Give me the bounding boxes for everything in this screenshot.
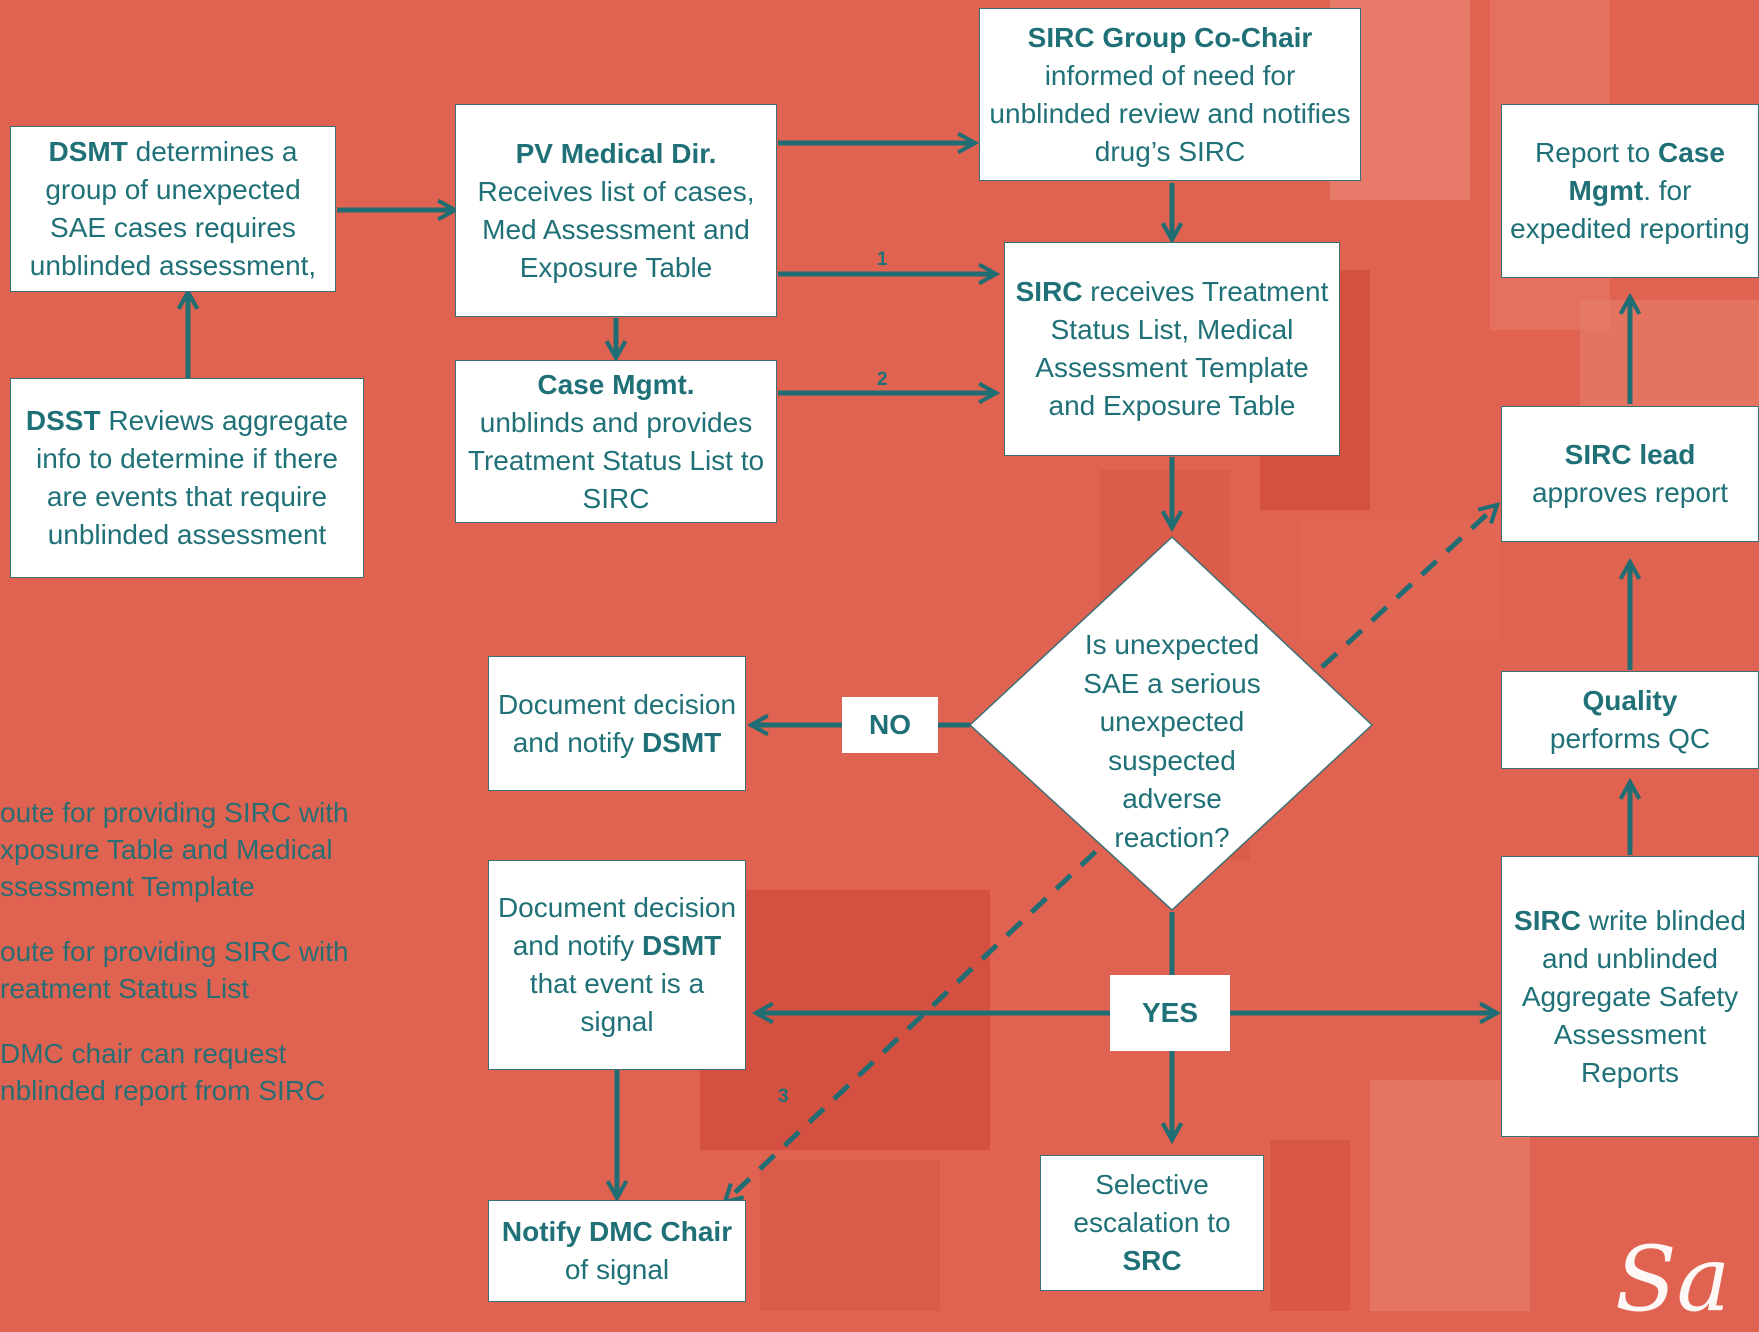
dsst-box: DSST Reviews aggregate info to determine… bbox=[10, 378, 364, 578]
decision-line-1: Is unexpected bbox=[1084, 629, 1260, 660]
quality-text: performs QC bbox=[1549, 723, 1711, 754]
sirc-receives-box: SIRC receives Treatment Status List, Med… bbox=[1004, 242, 1340, 456]
dmc-label: Notify DMC Chair bbox=[501, 1216, 733, 1247]
sirc-recv-label: SIRC bbox=[1015, 276, 1083, 307]
dsst-text: Reviews aggregate info to determine if t… bbox=[36, 405, 349, 550]
lead-text: approves report bbox=[1531, 477, 1729, 508]
route-number-3: 3 bbox=[778, 1086, 789, 1107]
pv-text: Receives list of cases, Med Assessment a… bbox=[477, 175, 755, 283]
dashed-diamond-to-lead bbox=[1320, 505, 1497, 669]
pv-medical-dir-box: PV Medical Dir. Receives list of cases, … bbox=[455, 104, 777, 317]
cochair-text: informed of need for unblinded review an… bbox=[989, 59, 1351, 167]
quality-box: Quality performs QC bbox=[1501, 671, 1759, 769]
legend-1-line-1: oute for providing SIRC with bbox=[0, 797, 349, 828]
doc-yes-text-1: Document decision and notify bbox=[497, 892, 737, 961]
legend-2-line-1: oute for providing SIRC with bbox=[0, 936, 349, 967]
escal-text: Selective escalation to bbox=[1073, 1169, 1231, 1238]
doc-no-label: DSMT bbox=[641, 726, 722, 758]
route-number-1: 1 bbox=[877, 249, 888, 270]
sirc-lead-box: SIRC lead approves report bbox=[1501, 406, 1759, 542]
yes-label: YES bbox=[1110, 975, 1230, 1051]
dsmt-box: DSMT determines a group of unexpected SA… bbox=[10, 126, 336, 292]
quality-label: Quality bbox=[1582, 685, 1678, 716]
legend-item-2: oute for providing SIRC with reatment St… bbox=[0, 933, 349, 1007]
decision-line-2: SAE a serious bbox=[1083, 667, 1261, 699]
escal-label: SRC bbox=[1122, 1245, 1182, 1276]
legend-2-line-2: reatment Status List bbox=[0, 973, 250, 1004]
dsst-label: DSST bbox=[25, 405, 101, 436]
write-label: SIRC bbox=[1514, 904, 1581, 936]
legend-1-line-2: xposure Table and Medical bbox=[0, 834, 333, 865]
case-label: Case Mgmt. bbox=[537, 368, 695, 400]
sirc-recv-text: receives Treatment Status List, Medical … bbox=[1035, 276, 1329, 421]
document-signal-box: Document decision and notify DSMT that e… bbox=[488, 860, 746, 1070]
legend-item-1: oute for providing SIRC with xposure Tab… bbox=[0, 794, 349, 905]
sirc-cochair-box: SIRC Group Co-Chair informed of need for… bbox=[979, 8, 1361, 181]
report-label: Case Mgmt bbox=[1568, 137, 1725, 206]
decision-question: Is unexpected SAE a serious unexpected s… bbox=[1052, 626, 1292, 857]
report-text-1: Report to bbox=[1535, 137, 1658, 168]
decision-line-4: suspected bbox=[1108, 744, 1236, 776]
dmc-text: of signal bbox=[564, 1254, 670, 1285]
doc-no-text: Document decision and notify bbox=[497, 688, 737, 758]
decision-line-3: unexpected bbox=[1099, 706, 1245, 737]
legend-item-3: DMC chair can request nblinded report fr… bbox=[0, 1035, 325, 1109]
decision-line-6: reaction? bbox=[1114, 821, 1230, 853]
legend-1-line-3: ssessment Template bbox=[0, 871, 255, 902]
doc-yes-label: DSMT bbox=[641, 930, 722, 961]
lead-label: SIRC lead bbox=[1564, 439, 1696, 470]
write-text: write blinded and unblinded Aggregate Sa… bbox=[1521, 904, 1746, 1088]
cochair-label: SIRC Group Co-Chair bbox=[1027, 21, 1313, 53]
dsmt-label: DSMT bbox=[48, 136, 128, 167]
legend-3-line-1: DMC chair can request bbox=[0, 1038, 287, 1069]
doc-yes-text-2: that event is a signal bbox=[529, 968, 705, 1037]
decision-line-5: adverse bbox=[1122, 783, 1222, 814]
notify-dmc-box: Notify DMC Chair of signal bbox=[488, 1200, 746, 1302]
case-mgmt-box: Case Mgmt. unblinds and provides Treatme… bbox=[455, 360, 777, 523]
report-text-2: . for expedited reporting bbox=[1510, 175, 1750, 244]
decision-diamond bbox=[968, 535, 1374, 912]
report-case-mgmt-box: Report to Case Mgmt. for expedited repor… bbox=[1501, 104, 1759, 278]
sirc-write-box: SIRC write blinded and unblinded Aggrega… bbox=[1501, 856, 1759, 1137]
dsmt-text: determines a group of unexpected SAE cas… bbox=[29, 136, 317, 281]
brand-logo: Sa bbox=[1615, 1227, 1731, 1332]
route-number-2: 2 bbox=[877, 369, 888, 390]
escalation-box: Selective escalation to SRC bbox=[1040, 1155, 1264, 1291]
case-text: unblinds and provides Treatment Status L… bbox=[467, 406, 765, 514]
pv-label: PV Medical Dir. bbox=[515, 137, 717, 169]
document-no-box: Document decision and notify DSMT bbox=[488, 656, 746, 791]
dashed-route-3 bbox=[725, 803, 1147, 1202]
legend-3-line-2: nblinded report from SIRC bbox=[0, 1075, 326, 1106]
no-label: NO bbox=[842, 697, 938, 753]
